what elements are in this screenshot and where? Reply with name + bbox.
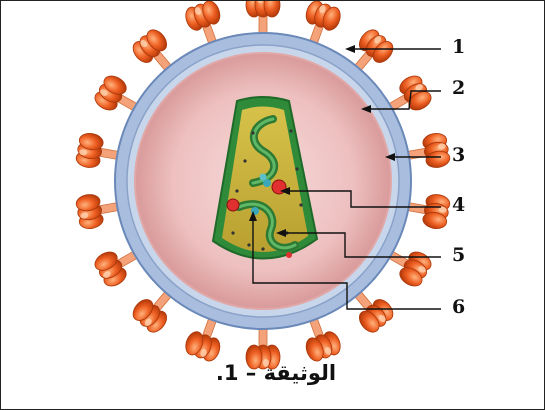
label-3: 3 xyxy=(452,146,465,165)
label-1: 1 xyxy=(452,38,465,57)
label-6: 6 xyxy=(452,298,465,317)
enzyme-teal-2 xyxy=(260,174,267,181)
spike xyxy=(246,1,280,37)
enzyme-red-3 xyxy=(286,252,292,258)
figure-caption: الوثيقة – 1. xyxy=(151,361,401,385)
label-5: 5 xyxy=(452,246,465,265)
label-4: 4 xyxy=(452,196,465,215)
label-2: 2 xyxy=(452,79,465,98)
enzyme-red-2 xyxy=(227,199,239,211)
